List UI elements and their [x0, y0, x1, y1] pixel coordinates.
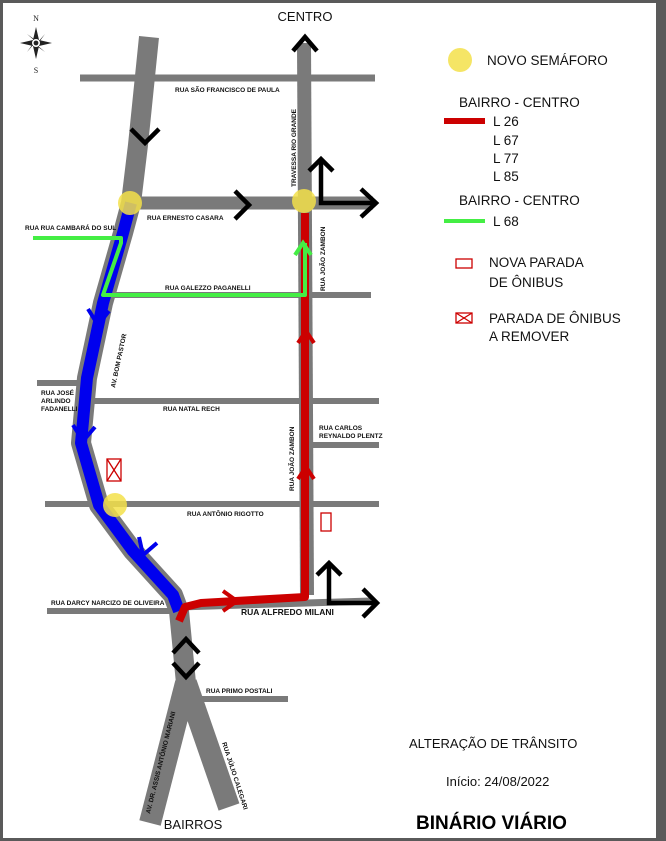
- legend-semaforo: NOVO SEMÁFORO: [487, 53, 608, 68]
- street-julio-calegari: [175, 679, 240, 811]
- label-alfredo-milani: RUA ALFREDO MILANI: [241, 607, 334, 617]
- legend-line-l77: L 77: [493, 151, 519, 166]
- compass-rose-icon: [20, 27, 52, 59]
- blue-arrow-3: [137, 536, 159, 559]
- label-antonio-rigotto: RUA ANTÔNIO RIGOTTO: [187, 509, 264, 518]
- label-bom-pastor: AV. BOM PASTOR: [110, 333, 128, 389]
- black-turn-lines: [318, 159, 375, 606]
- label-carlos-1: RUA CARLOS: [319, 425, 363, 432]
- arrow-bairros-up: [171, 635, 201, 655]
- label-darcy: RUA DARCY NARCIZO DE OLIVEIRA: [51, 600, 165, 607]
- label-primo-postali: RUA PRIMO POSTALI: [206, 688, 273, 695]
- label-sao-francisco: RUA SÃO FRANCISCO DE PAULA: [175, 85, 280, 94]
- signal-ernesto-zambon: [292, 189, 316, 213]
- legend: NOVO SEMÁFORO BAIRRO - CENTRO L 26 L 67 …: [444, 48, 621, 344]
- green-route-l68: [33, 236, 307, 297]
- legend-group2-title: BAIRRO - CENTRO: [459, 193, 580, 208]
- label-ernesto-casara: RUA ERNESTO CASARA: [147, 215, 224, 222]
- map-page: N S CENTRO BAIRROS RUA SÃO FRANCISCO DE …: [3, 3, 656, 838]
- label-travessa-rio-grande: TRAVESSA RIO GRANDE: [291, 108, 298, 187]
- label-bairros: BAIRROS: [164, 817, 223, 832]
- label-jose-1: RUA JOSÉ: [41, 388, 75, 397]
- legend-remove-stop-icon: [455, 312, 473, 324]
- red-arrow-2: [296, 463, 316, 481]
- arrow-bairros-down: [171, 661, 201, 681]
- signal-ernesto-bom-pastor: [118, 191, 142, 215]
- arrow-south-bom-pastor: [129, 127, 161, 147]
- legend-line-l26: L 26: [493, 114, 519, 129]
- label-jose-3: FADANELLI: [41, 406, 78, 413]
- label-centro: CENTRO: [278, 9, 333, 24]
- blue-arrow-2: [71, 423, 97, 445]
- label-joao-zambon-lower: RUA JOÃO ZAMBON: [287, 426, 296, 491]
- blue-direction-arrows: [71, 307, 159, 559]
- legend-group1-title: BAIRRO - CENTRO: [459, 95, 580, 110]
- label-natal-rech: RUA NATAL RECH: [163, 406, 220, 413]
- traffic-signals: [103, 189, 316, 517]
- legend-new-stop-icon: [455, 258, 473, 269]
- arrow-centro: [291, 33, 319, 53]
- legend-signal-icon: [448, 48, 472, 72]
- red-route-joao-zambon: [175, 213, 309, 623]
- legend-nova-parada-1: NOVA PARADA: [489, 255, 584, 270]
- traffic-map: N S CENTRO BAIRROS RUA SÃO FRANCISCO DE …: [20, 9, 621, 834]
- footer-alteracao: ALTERAÇÃO DE TRÂNSITO: [409, 736, 577, 751]
- arrow-milani-east: [361, 587, 381, 619]
- legend-remover-1: PARADA DE ÔNIBUS: [489, 311, 621, 326]
- label-carlos-2: REYNALDO PLENTZ: [319, 433, 383, 440]
- label-jose-2: ARLINDO: [41, 398, 71, 405]
- legend-remover-2: A REMOVER: [489, 329, 570, 344]
- label-cambara: RUA RUA CAMBARÁ DO SUL: [25, 223, 116, 232]
- label-joao-zambon-upper: RUA JOÃO ZAMBON: [318, 226, 327, 291]
- footer-inicio: Início: 24/08/2022: [446, 774, 549, 789]
- red-direction-arrows: [221, 327, 316, 613]
- green-direction-arrow: [293, 239, 313, 257]
- blue-arrow-1: [86, 307, 111, 329]
- signal-antonio-rigotto: [103, 493, 127, 517]
- red-arrow-1: [296, 327, 316, 345]
- street-assis-mariani: [139, 680, 197, 826]
- new-bus-stop: [320, 512, 332, 532]
- compass-south: S: [34, 66, 38, 75]
- label-galezzo: RUA GALEZZO PAGANELLI: [165, 285, 251, 292]
- legend-line-l85: L 85: [493, 169, 519, 184]
- arrow-ernesto-east: [233, 189, 253, 221]
- bus-stop-to-remove: [106, 458, 122, 482]
- arrow-zambon-east-upper: [359, 187, 380, 219]
- legend-line-l67: L 67: [493, 133, 519, 148]
- footer-title: BINÁRIO VIÁRIO: [416, 812, 567, 834]
- legend-nova-parada-2: DE ÔNIBUS: [489, 275, 563, 290]
- red-arrow-3: [221, 589, 241, 613]
- compass-north: N: [33, 14, 39, 23]
- turn-line-zambon-upper: [318, 159, 373, 206]
- legend-line-l68: L 68: [493, 214, 519, 229]
- turn-line-milani: [326, 563, 375, 606]
- street-natal-rech: [82, 381, 379, 404]
